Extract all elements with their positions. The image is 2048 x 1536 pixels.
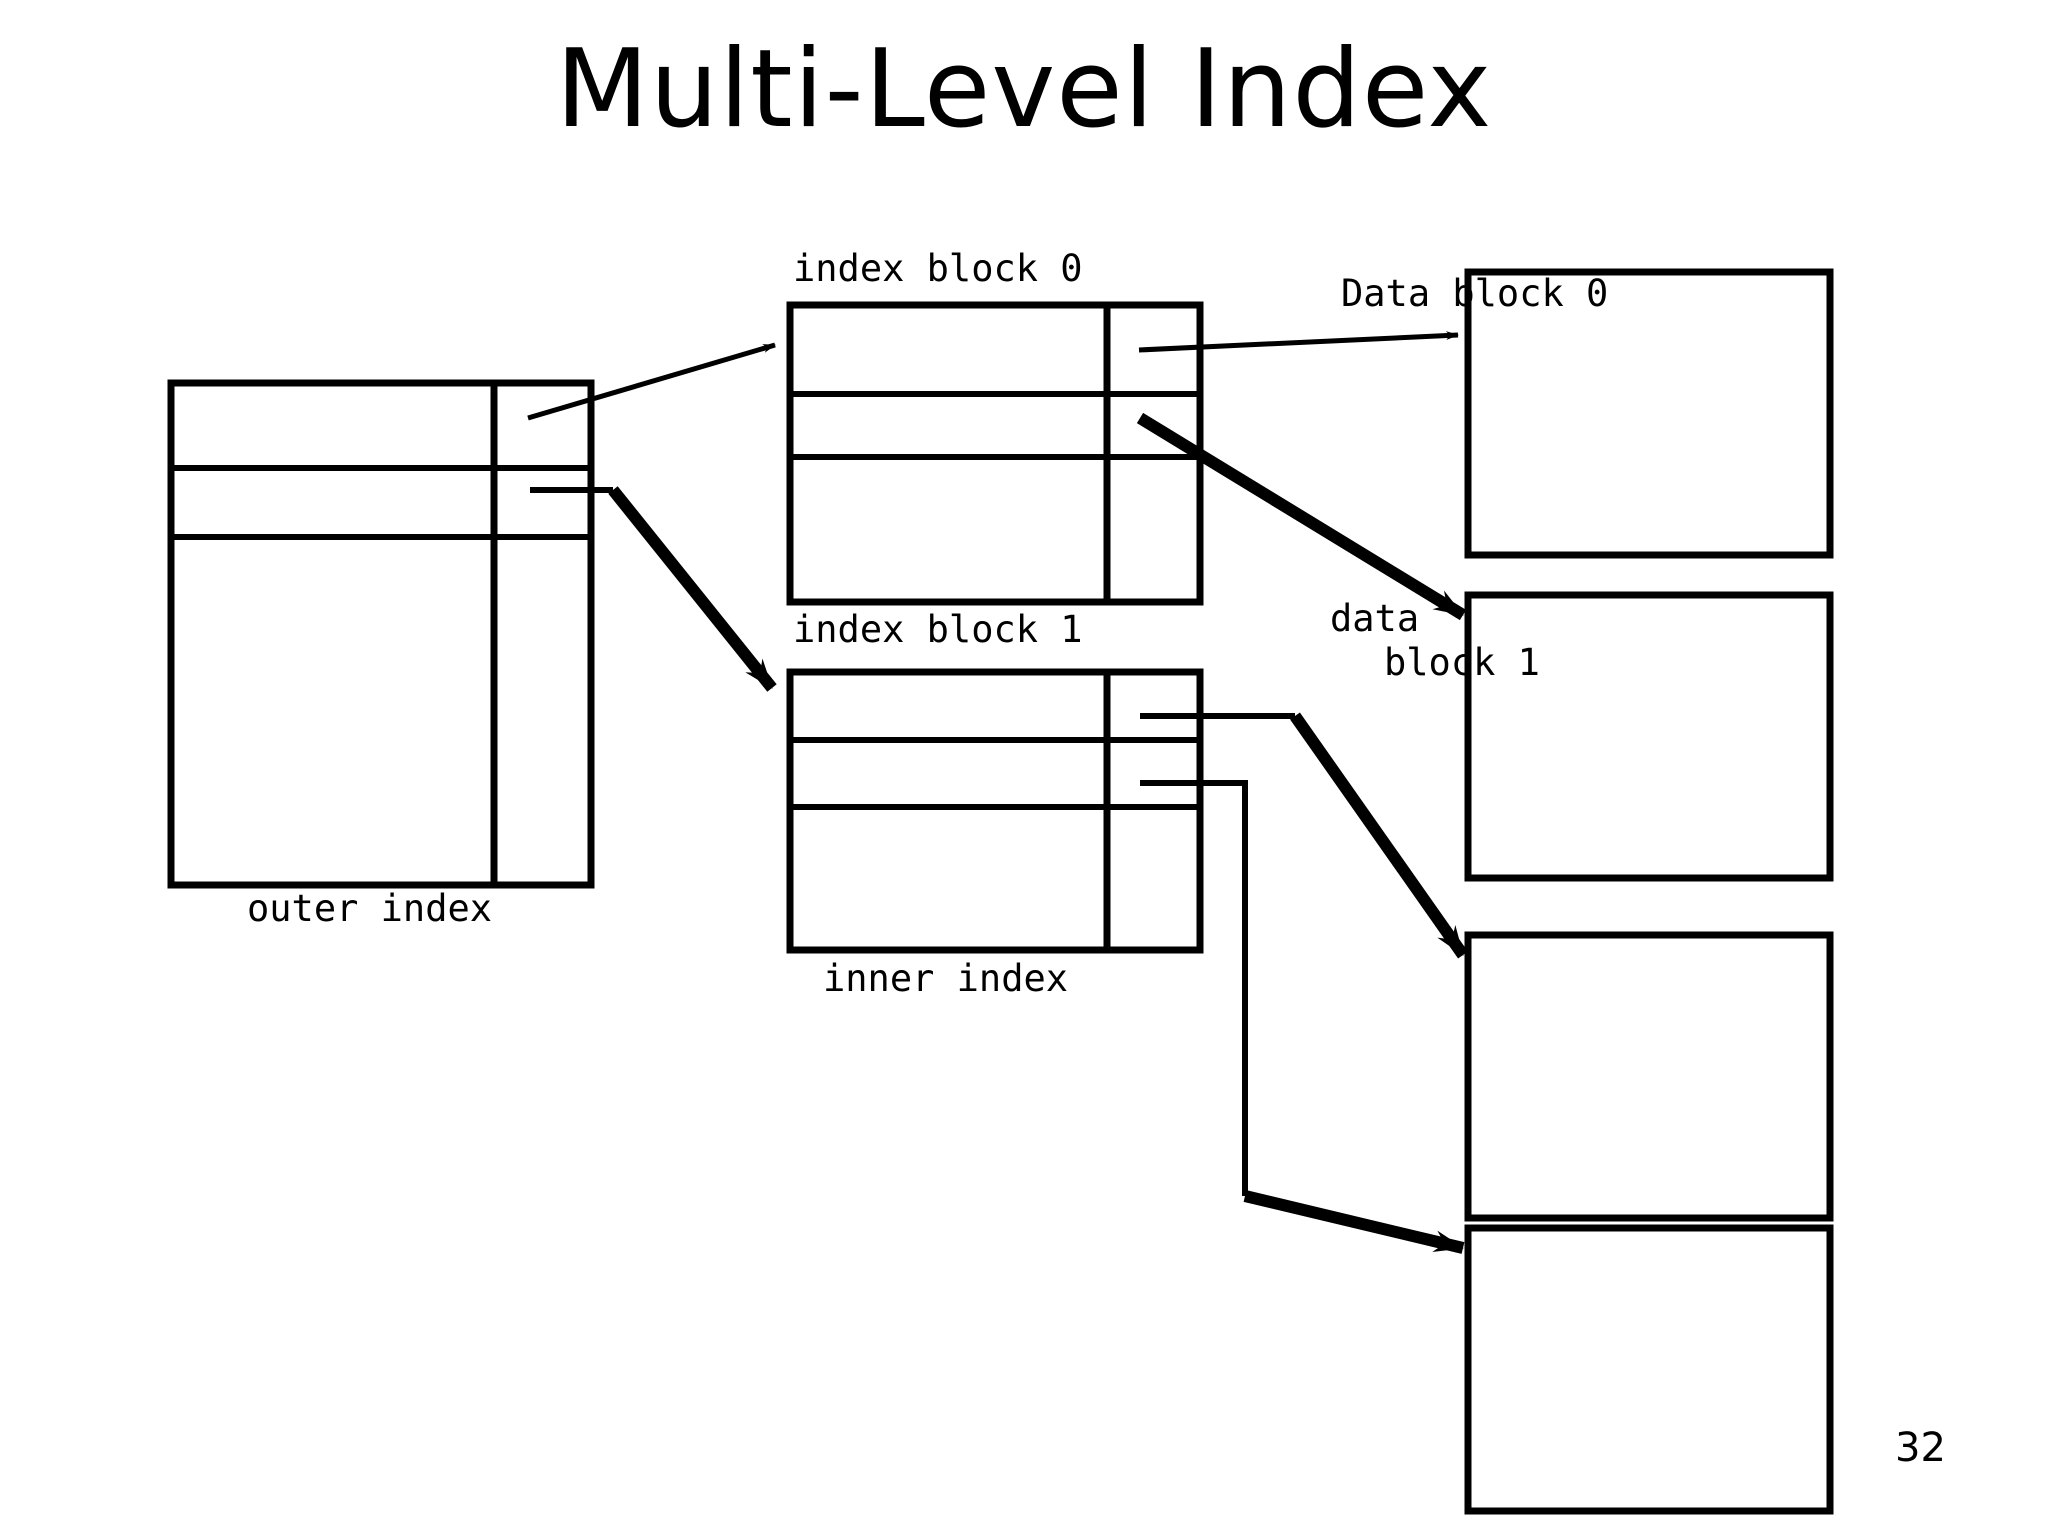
inner-index-label: inner index [823,957,1069,1000]
connector-index0-row1-to-data-block-1 [1136,412,1467,621]
page-title: Multi-Level Index [555,27,1493,152]
data-block-1-label-line1: data [1330,597,1420,640]
data-block-1[interactable] [1464,591,1834,882]
index-block-1-label: index block 1 [793,608,1083,651]
data-block-3[interactable] [1464,1224,1834,1515]
outer-index-block[interactable] [167,379,595,889]
data-block-1-label-line2: block 1 [1384,641,1540,684]
connector-outer-row1-to-index-block-1 [608,486,777,692]
connector-index1-row1-stub [1140,780,1248,1196]
index-block-0-label: index block 0 [793,247,1083,290]
index-block-1[interactable] [786,668,1204,954]
connector-index1-row0-to-data-block-2 [1290,712,1468,959]
data-block-0[interactable] [1464,268,1834,559]
connector-index1-row1-to-data-block-3 [1243,1190,1465,1254]
page-number: 32 [1895,1425,1946,1471]
index-block-0[interactable] [786,301,1204,606]
data-block-2[interactable] [1464,931,1834,1222]
outer-index-label: outer index [247,887,493,930]
connector-index0-row0-to-data-block-0 [1138,331,1459,353]
connector-outer-row0-to-index-block-0 [527,342,776,421]
data-block-0-label: Data block 0 [1341,272,1609,315]
